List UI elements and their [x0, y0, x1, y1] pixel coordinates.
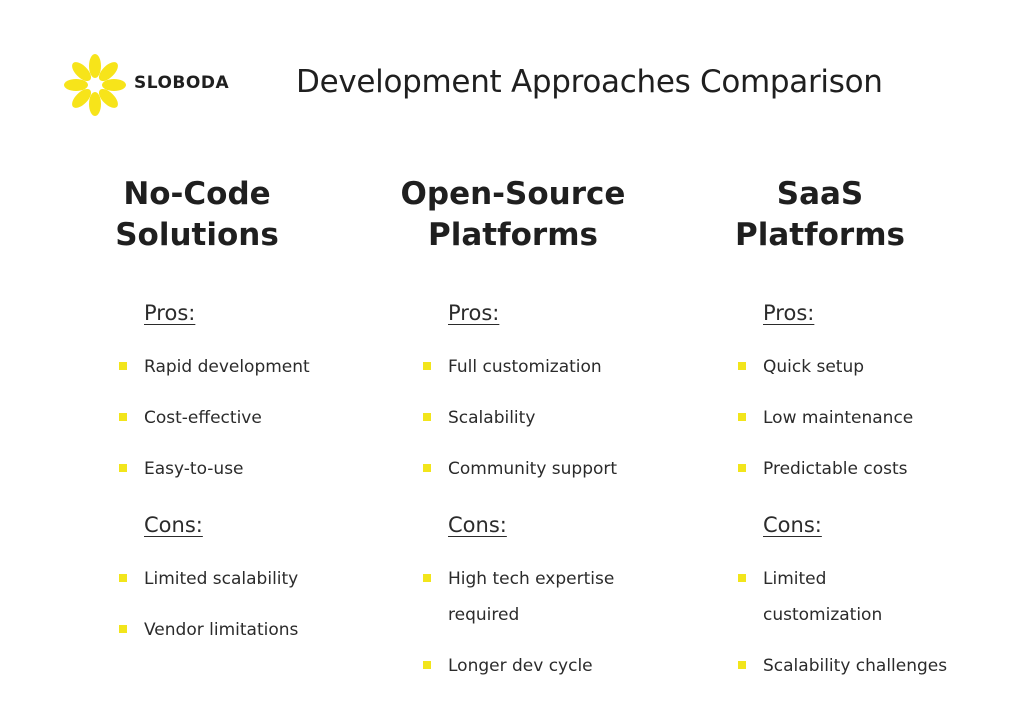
con-item-continuation: required — [448, 605, 520, 625]
column-heading: Open-Source Platforms — [390, 174, 636, 256]
pro-item: Predictable costs — [763, 459, 908, 479]
con-item: Limited scalability — [144, 569, 299, 589]
bullet-icon — [119, 625, 127, 633]
pro-item: Cost-effective — [144, 408, 262, 428]
con-item: High tech expertise — [448, 569, 615, 589]
pro-item: Full customization — [448, 357, 602, 377]
bullet-icon — [738, 464, 746, 472]
pro-item: Community support — [448, 459, 618, 479]
bullet-icon — [423, 464, 431, 472]
bullet-icon — [738, 661, 746, 669]
column-heading-line2: Platforms — [735, 217, 905, 253]
con-item: Longer dev cycle — [448, 656, 593, 676]
page-title: Development Approaches Comparison — [296, 64, 883, 100]
cons-label: Cons: — [763, 513, 822, 537]
pro-item: Easy-to-use — [144, 459, 244, 479]
pro-item: Scalability — [448, 408, 536, 428]
bullet-icon — [738, 574, 746, 582]
con-item: Limited — [763, 569, 827, 589]
bullet-icon — [119, 464, 127, 472]
bullet-icon — [119, 362, 127, 370]
bullet-icon — [423, 362, 431, 370]
column-heading: SaaS Platforms — [720, 174, 920, 256]
pro-item: Low maintenance — [763, 408, 914, 428]
column-heading: No-Code Solutions — [90, 174, 304, 256]
bullet-icon — [119, 574, 127, 582]
brand-name: SLOBODA — [134, 73, 230, 93]
bullet-icon — [423, 574, 431, 582]
con-item: Vendor limitations — [144, 620, 299, 640]
bullet-icon — [738, 362, 746, 370]
cons-label: Cons: — [448, 513, 507, 537]
column-heading-line2: Solutions — [115, 217, 279, 253]
con-item-continuation: customization — [763, 605, 883, 625]
bullet-icon — [738, 413, 746, 421]
column-heading-line1: Open-Source — [400, 176, 626, 212]
con-item: Scalability challenges — [763, 656, 948, 676]
pro-item: Rapid development — [144, 357, 310, 377]
bullet-icon — [119, 413, 127, 421]
sloboda-logo-icon — [64, 54, 126, 116]
bullet-icon — [423, 413, 431, 421]
pro-item: Quick setup — [763, 357, 865, 377]
column-heading-line1: No-Code — [123, 176, 271, 212]
pros-label: Pros: — [144, 301, 196, 325]
pros-label: Pros: — [448, 301, 500, 325]
column-heading-line1: SaaS — [776, 176, 864, 212]
column-heading-line2: Platforms — [428, 217, 598, 253]
cons-label: Cons: — [144, 513, 203, 537]
bullet-icon — [423, 661, 431, 669]
pros-label: Pros: — [763, 301, 815, 325]
